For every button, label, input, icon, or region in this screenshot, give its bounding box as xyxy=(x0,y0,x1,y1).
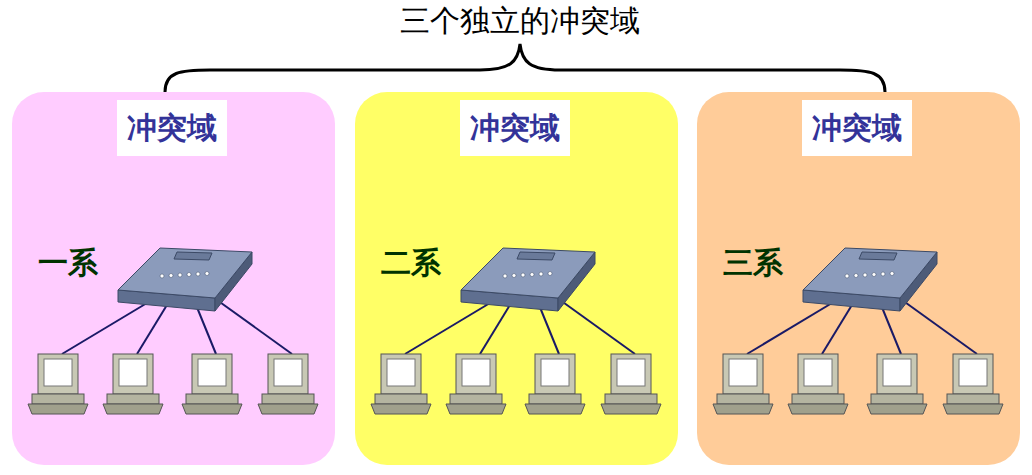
hub-device xyxy=(118,248,252,311)
cable xyxy=(62,300,152,354)
cable xyxy=(217,300,292,354)
domain-label: 冲突域 xyxy=(460,100,570,156)
computer xyxy=(713,354,773,414)
collision-domain: 冲突域一系 xyxy=(12,92,335,465)
hub-device xyxy=(803,248,937,311)
computer xyxy=(182,354,242,414)
collision-domain: 冲突域三系 xyxy=(697,92,1020,465)
cable xyxy=(902,300,977,354)
curly-brace xyxy=(165,44,885,92)
computer xyxy=(867,354,927,414)
diagram-title: 三个独立的冲突域 xyxy=(394,2,646,40)
hub-node: 三系 xyxy=(723,244,783,282)
cable xyxy=(405,300,495,354)
cable xyxy=(137,300,170,354)
computer xyxy=(525,354,585,414)
computer xyxy=(943,354,1003,414)
domain-label: 冲突域 xyxy=(802,100,912,156)
computer xyxy=(601,354,661,414)
hub-label: 三系 xyxy=(723,244,783,282)
hub-node: 一系 xyxy=(38,244,98,282)
computer xyxy=(788,354,848,414)
hub-node: 二系 xyxy=(381,244,441,282)
hub-label: 二系 xyxy=(381,244,441,282)
computer xyxy=(446,354,506,414)
cable xyxy=(822,300,855,354)
cable xyxy=(747,300,837,354)
hub-device xyxy=(461,248,595,311)
computer xyxy=(28,354,88,414)
computer xyxy=(103,354,163,414)
cable xyxy=(560,300,635,354)
computer xyxy=(371,354,431,414)
hub-label: 一系 xyxy=(38,244,98,282)
cable xyxy=(480,300,513,354)
domain-label: 冲突域 xyxy=(117,100,227,156)
computer xyxy=(258,354,318,414)
collision-domain: 冲突域二系 xyxy=(355,92,678,465)
